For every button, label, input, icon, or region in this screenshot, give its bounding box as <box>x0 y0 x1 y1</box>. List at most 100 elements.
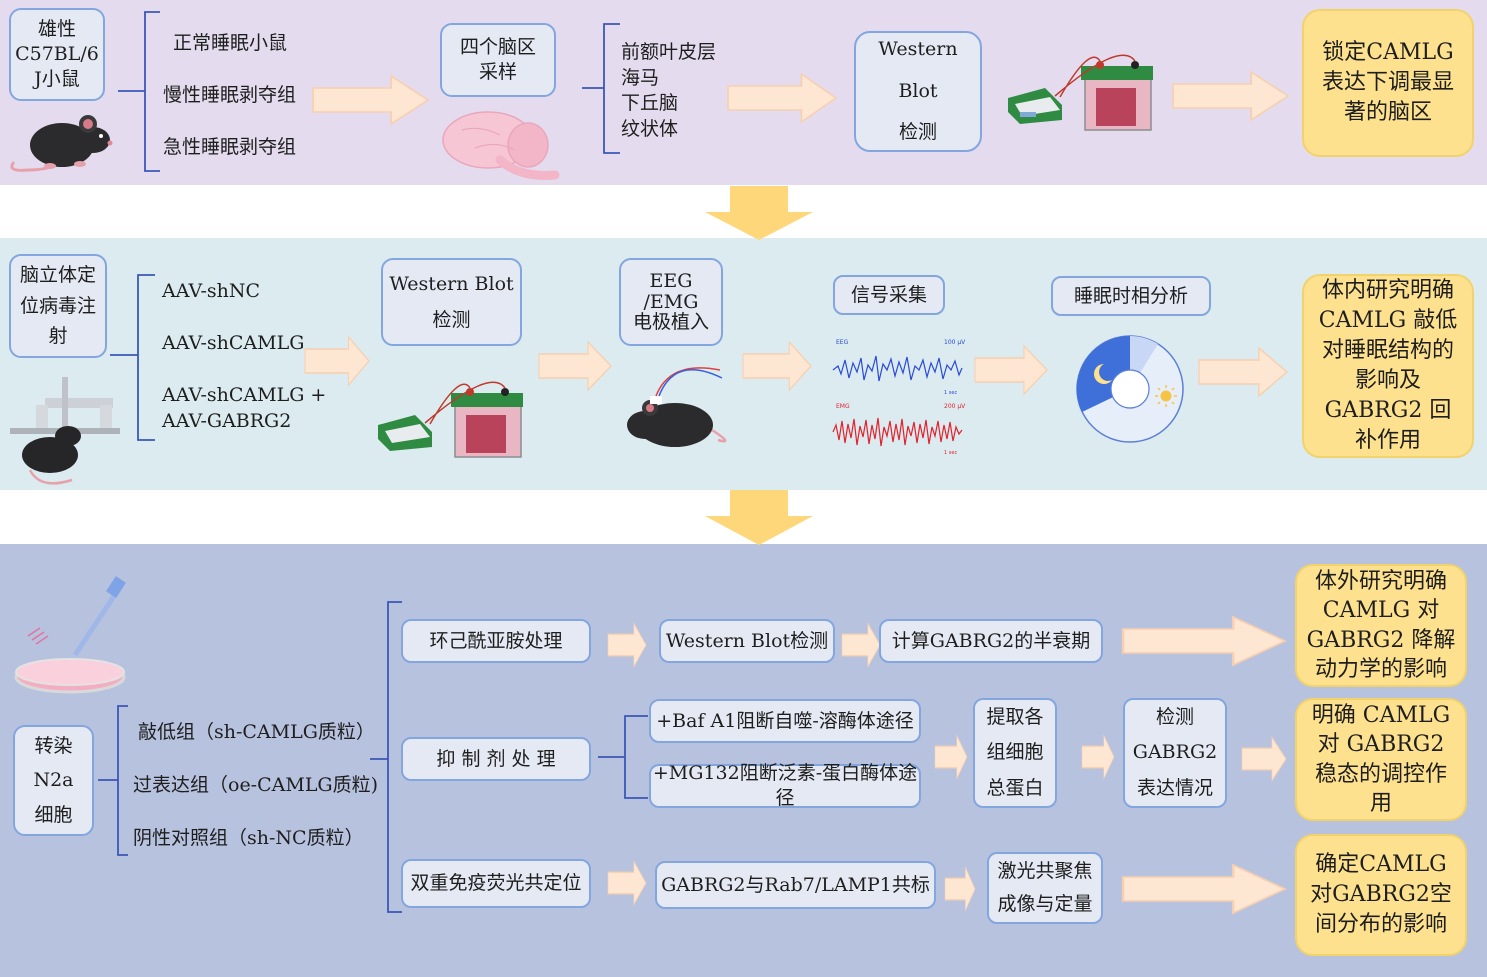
subject-line: 雄性 <box>37 18 76 41</box>
confocal-imaging-box: 激光共聚焦 成像与定量 <box>987 852 1103 924</box>
flow-arrow <box>607 622 647 668</box>
brain-region-list: 前额叶皮层 海马 下丘脑 纹状体 <box>621 40 716 143</box>
western-blot-apparatus-icon <box>1008 54 1153 131</box>
detect-line: GABRG2 <box>1132 741 1218 764</box>
emg-trace-label: EMG <box>836 403 850 410</box>
aav-group-rescue-2: AAV-GABRG2 <box>162 410 292 432</box>
implant-line: EEG <box>649 269 693 292</box>
emg-trace <box>832 417 963 447</box>
eeg-trace-label: EEG <box>836 339 849 346</box>
flow-arrow <box>607 860 647 906</box>
sleep-phase-analysis-box: 睡眠时相分析 <box>1051 276 1211 316</box>
eeg-scale-label: 100 μV <box>944 339 966 346</box>
flow-arrow <box>742 341 812 391</box>
result-line: 稳态的调控作 <box>1314 761 1447 787</box>
extract-line: 提取各 <box>986 706 1044 729</box>
stereotaxic-injection-box: 脑立体定 位病毒注 射 <box>9 254 107 358</box>
emg-time-label: 1 sec <box>944 450 958 456</box>
aav-group-shcamlg: AAV-shCAMLG <box>162 332 305 354</box>
pipette-petri-dish-icon <box>14 576 126 694</box>
result-line: 确定CAMLG <box>1315 852 1447 878</box>
signal-acquisition-label: 信号采集 <box>850 283 927 306</box>
western-blot-box: Western Blot 检测 <box>381 258 522 346</box>
aav-group-shnc: AAV-shNC <box>162 280 261 302</box>
stereotaxic-mouse-icon <box>10 377 120 485</box>
flow-arrow <box>1081 734 1115 780</box>
transfection-box: 转染 N2a 细胞 <box>13 725 94 836</box>
subject-line: C57BL/6 <box>15 43 99 66</box>
cycloheximide-label: 环己酰亚胺处理 <box>429 629 563 652</box>
result-line: 对 GABRG2 <box>1317 732 1445 758</box>
result-line: 动力学的影响 <box>1314 656 1447 682</box>
brain-region-item: 前额叶皮层 <box>621 41 717 63</box>
result-line: 著的脑区 <box>1343 99 1432 125</box>
sampling-line: 四个脑区 <box>459 36 536 59</box>
transfect-line: 细胞 <box>34 803 73 826</box>
flow-arrow <box>974 345 1048 395</box>
injection-line: 射 <box>48 325 68 348</box>
result-line: 影响及 <box>1354 368 1421 393</box>
group-label-normal: 正常睡眠小鼠 <box>173 32 288 54</box>
gabrg2-detect-box: 检测 GABRG2 表达情况 <box>1123 698 1227 808</box>
western-blot-box: Western Blot 检测 <box>854 31 982 152</box>
result-box-row3-b: 明确 CAMLG 对 GABRG2 稳态的调控作 用 <box>1295 698 1467 821</box>
detect-line: 表达情况 <box>1136 776 1213 799</box>
flow-arrow <box>944 866 976 912</box>
western-blot-detect-box: Western Blot检测 <box>659 619 835 663</box>
result-box-row3-c: 确定CAMLG 对GABRG2空 间分布的影响 <box>1295 834 1467 956</box>
mg132-box: +MG132阻断泛素-蛋白酶体途径 <box>649 762 921 809</box>
result-line: 间分布的影响 <box>1314 911 1447 937</box>
sleep-phase-analysis-label: 睡眠时相分析 <box>1073 284 1188 307</box>
result-line: 体外研究明确 <box>1314 569 1447 595</box>
bracket-lines <box>98 11 648 913</box>
implant-line: 电极植入 <box>632 311 709 334</box>
detect-label: 检测 <box>898 121 937 144</box>
eeg-trace <box>832 355 963 382</box>
extract-line: 组细胞 <box>986 741 1044 764</box>
down-arrow <box>705 186 813 240</box>
eeg-implanted-mouse-icon <box>627 367 727 447</box>
result-line: 明确 CAMLG <box>1311 703 1451 729</box>
immunofluorescence-box: 双重免疫荧光共定位 <box>401 859 591 908</box>
plasmid-group-overexpression: 过表达组（oe-CAMLG质粒) <box>133 774 379 796</box>
electrode-implant-box: EEG /EMG 电极植入 <box>619 258 723 346</box>
protein-extraction-box: 提取各 组细胞 总蛋白 <box>973 698 1057 808</box>
bafilomycin-label: +Baf A1阻断自噬-溶酶体途径 <box>656 709 914 732</box>
plasmid-group-knockdown: 敲低组（sh-CAMLG质粒） <box>138 721 375 743</box>
inhibitor-treatment-box: 抑 制 剂 处 理 <box>401 737 591 781</box>
extract-line: 总蛋白 <box>986 776 1044 799</box>
western-blot-label: Western Blot <box>878 37 958 102</box>
immunofluorescence-label: 双重免疫荧光共定位 <box>410 872 582 895</box>
injection-line: 脑立体定 <box>19 264 96 287</box>
mouse-icon <box>10 115 113 172</box>
subject-line: J小鼠 <box>34 67 80 90</box>
injection-line: 位病毒注 <box>19 294 96 317</box>
sleep-phase-donut-chart <box>1076 335 1184 443</box>
brain-region-item: 海马 <box>621 66 660 89</box>
flow-arrow <box>312 75 429 125</box>
half-life-box: 计算GABRG2的半衰期 <box>879 619 1103 663</box>
result-line: 用 <box>1369 790 1392 816</box>
result-line: 体内研究明确 <box>1321 277 1454 303</box>
result-line: GABRG2 回 <box>1324 398 1452 424</box>
moon-icon <box>1094 364 1112 385</box>
colocalization-box: GABRG2与Rab7/LAMP1共标 <box>655 861 936 909</box>
flow-arrow <box>934 734 968 780</box>
brain-icon <box>442 111 560 180</box>
confocal-line: 激光共聚焦 <box>997 859 1093 882</box>
mg132-label: +MG132阻断泛素-蛋白酶体途径 <box>652 762 918 809</box>
flow-arrow <box>1121 615 1287 667</box>
flow-arrow <box>538 341 612 391</box>
bafilomycin-box: +Baf A1阻断自噬-溶酶体途径 <box>649 699 921 743</box>
signal-acquisition-box: 信号采集 <box>833 275 945 315</box>
flow-arrow <box>304 336 370 386</box>
result-box-row3-a: 体外研究明确 CAMLG 对 GABRG2 降解 动力学的影响 <box>1295 564 1467 687</box>
transfect-line: N2a <box>33 769 74 792</box>
brain-region-item: 纹状体 <box>621 117 679 140</box>
cycloheximide-box: 环己酰亚胺处理 <box>401 619 591 663</box>
colocalization-label: GABRG2与Rab7/LAMP1共标 <box>661 873 930 896</box>
sampling-line: 采样 <box>478 61 517 83</box>
group-label-chronic: 慢性睡眠剥夺组 <box>163 84 297 106</box>
flow-arrow <box>1241 736 1287 782</box>
